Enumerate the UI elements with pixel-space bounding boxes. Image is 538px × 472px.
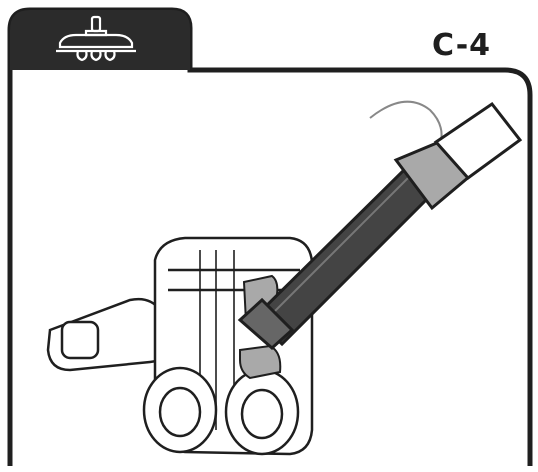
crevice-tool xyxy=(240,104,520,348)
step-label: C-4 xyxy=(432,26,522,66)
debris-area-bottom xyxy=(240,346,280,378)
hose-cord xyxy=(370,102,442,150)
